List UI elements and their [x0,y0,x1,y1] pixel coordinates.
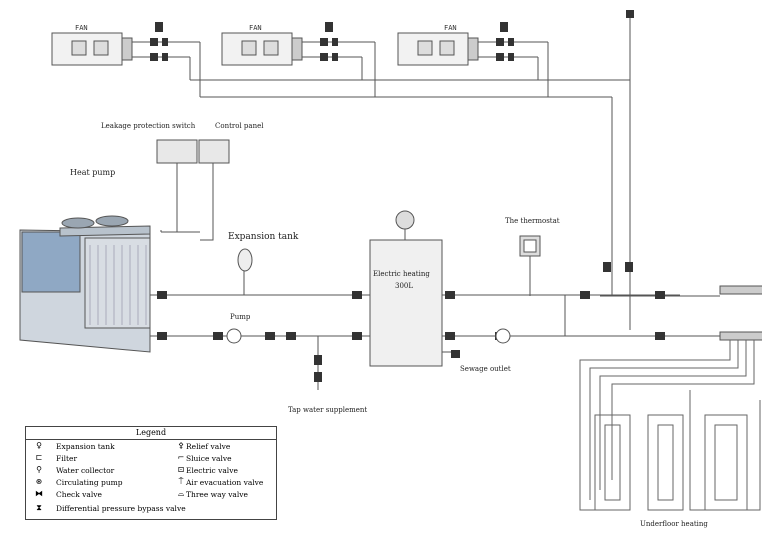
legend-row-6: ⧗ Differential pressure bypass valve [26,503,276,514]
legend-label: Electric valve [186,466,238,475]
sluice-valve-icon: ⌐ [177,453,185,462]
sewage-outlet-label: Sewage outlet [460,365,511,373]
thermostat-label: The thermostat [505,217,560,225]
legend-title: Legend [26,427,276,440]
fan-1-label: FAN [75,24,88,32]
legend-label: Air evacuation valve [186,478,264,487]
legend-row-2: ⊏ Filter ⌐ Sluice valve [26,453,276,464]
legend-label: Circulating pump [56,478,123,487]
fan-3-label: FAN [444,24,457,32]
legend-label: Expansion tank [56,442,115,451]
bypass-valve-icon: ⧗ [36,503,42,512]
tank-volume-label: 300L [395,282,414,290]
legend-box: Legend ♀ Expansion tank ⚴ Relief valve ⊏… [25,426,277,520]
underfloor-loops [579,340,761,511]
legend-label: Three way valve [186,490,248,499]
three-way-valve-icon: ⌓ [177,489,185,498]
fan-unit-2 [221,32,303,66]
fan-2-label: FAN [249,24,262,32]
tap-water-label: Tap water supplement [288,406,368,414]
fan-unit-3 [397,32,479,66]
check-valve-icon: ⧓ [35,489,43,498]
legend-label: Relief valve [186,442,231,451]
circulating-pump-icon: ⊛ [35,477,43,486]
legend-label: Check valve [56,490,102,499]
heat-pump-unit [19,215,151,353]
pump-label: Pump [230,313,251,321]
relief-valve-icon: ⚴ [178,441,184,450]
electric-heating-label: Electric heating [373,270,430,278]
heat-pump-label: Heat pump [70,168,116,177]
legend-row-1: ♀ Expansion tank ⚴ Relief valve [26,441,276,452]
leakage-switch-label: Leakage protection switch [101,122,196,130]
legend-label: Filter [56,454,78,463]
underfloor-label: Underfloor heating [640,520,708,528]
electric-valve-icon: ⊡ [177,465,185,474]
legend-row-5: ⧓ Check valve ⌓ Three way valve [26,489,276,500]
legend-row-4: ⊛ Circulating pump ⍑ Air evacuation valv… [26,477,276,488]
expansion-tank-label: Expansion tank [228,232,299,242]
legend-row-3: ⚲ Water collector ⊡ Electric valve [26,465,276,476]
expansion-tank-icon: ♀ [36,441,42,450]
legend-label: Sluice valve [186,454,232,463]
water-collector-icon: ⚲ [36,465,42,474]
air-evacuation-valve-icon: ⍑ [178,477,184,486]
filter-icon: ⊏ [35,453,43,462]
legend-label: Differential pressure bypass valve [56,504,186,513]
fan-unit-1 [51,32,133,66]
control-panel-label: Control panel [215,122,264,130]
legend-label: Water collector [56,466,115,475]
